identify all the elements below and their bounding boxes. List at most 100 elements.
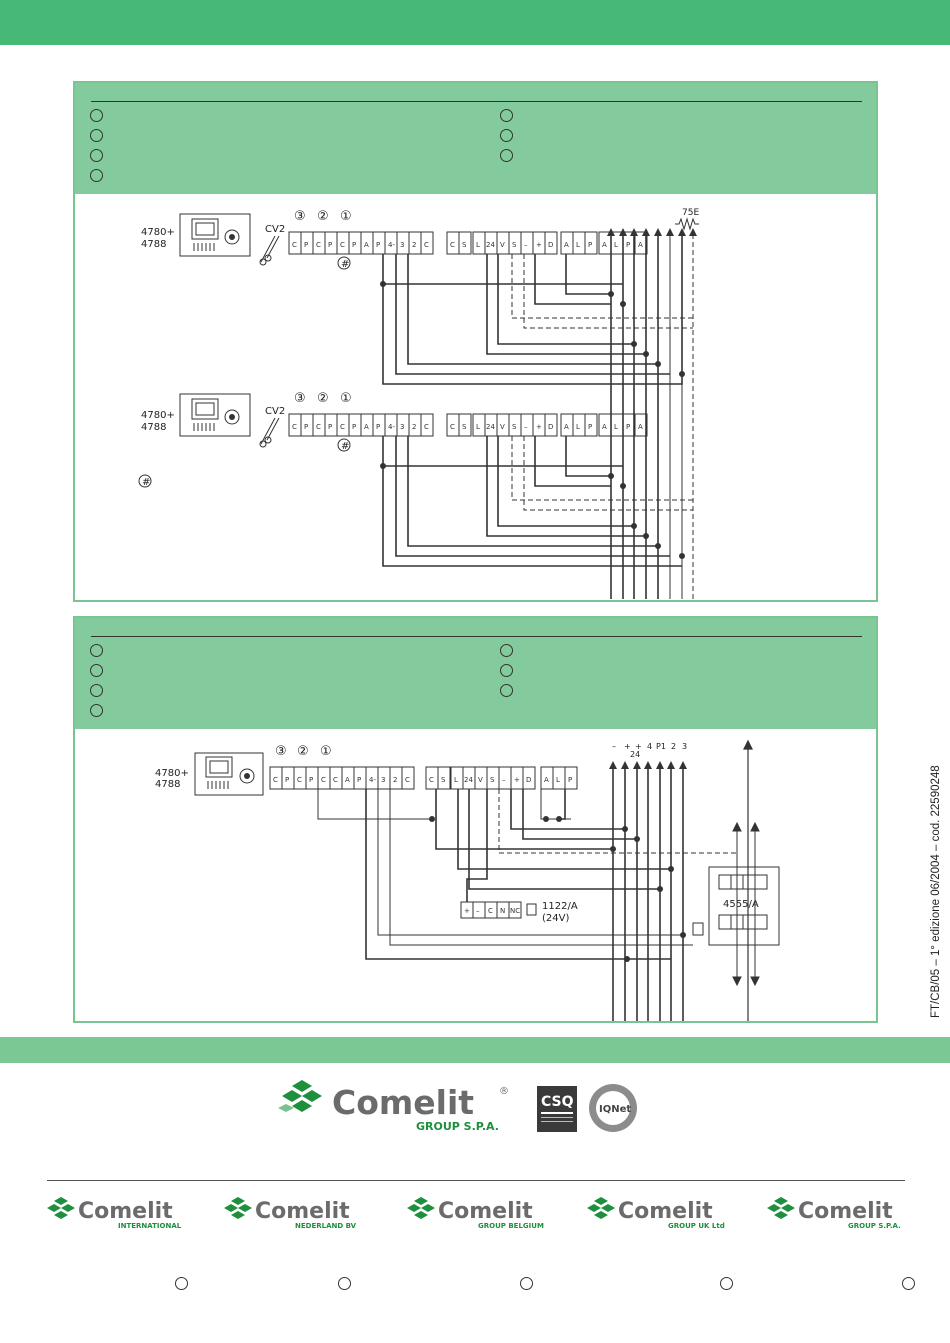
bus-sub-label: 24 <box>630 750 640 759</box>
footer-logo-nederland: Comelit NEDERLAND BV <box>224 1197 357 1230</box>
svg-text:P: P <box>588 241 592 249</box>
button-number-1: ① <box>340 391 352 406</box>
wires-upper-dashed <box>511 254 693 329</box>
svg-text:P: P <box>376 423 380 431</box>
cable-scissors-icon <box>260 235 280 263</box>
document-code-text: FT/CB/05 – 1° edizione 06/2004 – cod. 22… <box>930 765 942 1018</box>
svg-text:–: – <box>524 423 528 431</box>
svg-text:C: C <box>405 776 410 784</box>
power-supply-label: 1122/A <box>542 901 578 912</box>
svg-text:P: P <box>357 776 361 784</box>
circle-bullet <box>90 129 103 142</box>
circle-bullet <box>90 684 103 697</box>
wires-upper <box>382 234 683 385</box>
power-terminal-labels: + – C N NC <box>464 907 520 915</box>
bus-label-4: 4 <box>647 742 652 751</box>
button-number-2: ② <box>317 391 329 406</box>
svg-text:C: C <box>292 241 297 249</box>
svg-text:P: P <box>352 241 356 249</box>
cable-scissors-icon <box>260 417 280 445</box>
svg-text:P: P <box>352 423 356 431</box>
svg-text:2: 2 <box>412 423 416 431</box>
circle-bullet <box>90 644 103 657</box>
svg-text:A: A <box>364 423 369 431</box>
csq-certification-badge: CSQ <box>537 1086 577 1132</box>
power-supply-1122a <box>460 901 537 919</box>
model-label-b: 4788 <box>155 779 180 790</box>
circle-bullet <box>720 1277 733 1290</box>
svg-text:C: C <box>340 423 345 431</box>
svg-text:V: V <box>478 776 483 784</box>
circle-bullet <box>520 1277 533 1290</box>
bus-labels: – + + 4 P1 2 3 24 <box>612 742 687 759</box>
svg-text:P: P <box>304 241 308 249</box>
button-number-1: ① <box>340 209 352 224</box>
cable-label-lower: CV2 <box>265 406 285 417</box>
button-number-2: ② <box>317 209 329 224</box>
circle-bullet <box>90 109 103 122</box>
comelit-mark-icon <box>767 1197 795 1219</box>
distributor-label: 4555/A <box>723 899 759 910</box>
circle-bullet <box>500 664 513 677</box>
svg-text:C: C <box>450 423 455 431</box>
svg-text:A: A <box>345 776 350 784</box>
svg-text:D: D <box>548 241 553 249</box>
svg-text:C: C <box>450 241 455 249</box>
svg-text:P: P <box>309 776 313 784</box>
svg-text:P: P <box>568 776 572 784</box>
svg-text:L: L <box>476 241 480 249</box>
button-number-2: ② <box>297 744 309 759</box>
svg-text:A: A <box>564 423 569 431</box>
svg-text:2: 2 <box>412 241 416 249</box>
svg-text:C: C <box>340 241 345 249</box>
svg-text:L: L <box>614 423 618 431</box>
top-brand-bar <box>0 0 950 45</box>
monitor-unit-upper <box>179 213 251 257</box>
circle-bullet <box>338 1277 351 1290</box>
bus-label-2: 2 <box>671 742 676 751</box>
svg-text:3: 3 <box>400 241 404 249</box>
svg-text:L: L <box>454 776 458 784</box>
comelit-mark-icon <box>587 1197 615 1219</box>
footer-logo-international: Comelit INTERNATIONAL <box>47 1197 182 1230</box>
svg-text:24: 24 <box>486 423 495 431</box>
bus-label-p1: P1 <box>656 742 666 751</box>
svg-text:A: A <box>602 241 607 249</box>
svg-text:L: L <box>556 776 560 784</box>
svg-text:C: C <box>321 776 326 784</box>
resistor-icon <box>675 217 699 231</box>
pt-c: C <box>488 907 493 915</box>
grille-symbol-legend: # <box>142 477 150 488</box>
wires-dashed <box>498 789 737 854</box>
pt-nc: NC <box>510 907 520 915</box>
terminal-strip <box>269 766 578 790</box>
svg-text:D: D <box>526 776 531 784</box>
model-label-a-upper: 4780+ <box>141 227 175 238</box>
circle-bullet <box>90 704 103 717</box>
button-number-3: ③ <box>275 744 287 759</box>
svg-text:4-: 4- <box>388 241 395 249</box>
footer-logo-name: Comelit <box>255 1199 350 1224</box>
svg-text:+: + <box>536 241 542 249</box>
header-rule <box>91 636 862 637</box>
svg-text:P: P <box>376 241 380 249</box>
button-number-3: ③ <box>294 209 306 224</box>
bus-arrow-icons <box>609 761 687 769</box>
footer-logo-sub: GROUP UK Ltd <box>668 1222 725 1230</box>
pt-minus: – <box>476 907 480 915</box>
svg-text:C: C <box>424 423 429 431</box>
svg-text:A: A <box>544 776 549 784</box>
cable-label-upper: CV2 <box>265 224 285 235</box>
bus-label-3: 3 <box>682 742 687 751</box>
model-label-a: 4780+ <box>155 768 189 779</box>
monitor-unit <box>194 752 264 796</box>
wires-lower <box>382 436 682 567</box>
svg-text:L: L <box>576 423 580 431</box>
svg-text:3: 3 <box>381 776 385 784</box>
circle-bullet <box>90 149 103 162</box>
